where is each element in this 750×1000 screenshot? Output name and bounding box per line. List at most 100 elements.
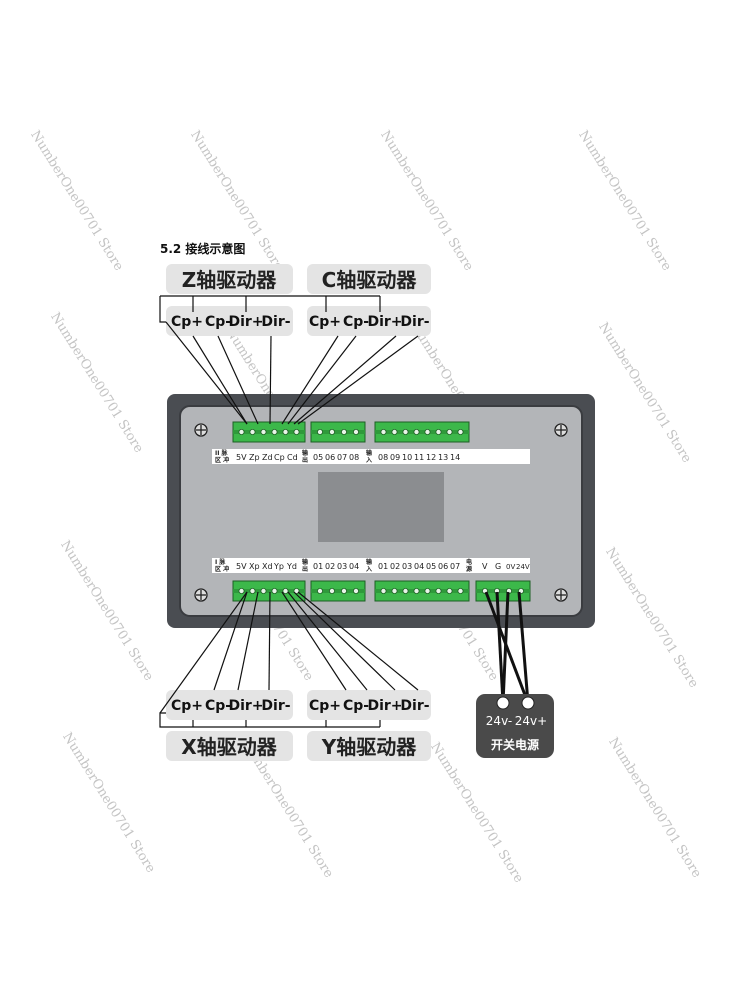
- y-pin-label: Cp+: [309, 698, 341, 714]
- bottom-pin-label: Yp: [273, 562, 284, 571]
- psu-terminal-negative: [496, 696, 510, 710]
- terminal-screw: [424, 428, 431, 435]
- terminal-block-bottom-power: [475, 580, 531, 602]
- top-output-label: 出: [302, 456, 308, 464]
- power-pin-label: 24V: [516, 563, 530, 571]
- terminal-block-ridge: [476, 589, 530, 593]
- terminal-screw: [457, 428, 464, 435]
- z-driver-name-box: [166, 264, 293, 294]
- wire: [159, 591, 248, 714]
- wire: [281, 591, 347, 691]
- wire: [269, 335, 272, 425]
- x-driver-name: X轴驱动器: [181, 735, 277, 759]
- display-window: [318, 472, 444, 542]
- top-input-number: 12: [426, 453, 436, 462]
- psu-negative-label: 24v-: [486, 714, 512, 728]
- y-driver-name: Y轴驱动器: [321, 735, 417, 759]
- x-pin-label: Dir+: [228, 698, 263, 714]
- c-pin-label: Dir-: [400, 314, 429, 330]
- bottom-input-number: 07: [450, 562, 460, 571]
- x-driver-pins-box: [166, 690, 293, 720]
- terminal-screw: [402, 588, 409, 595]
- top-pin-label: Cp: [274, 453, 285, 462]
- wire: [237, 591, 259, 691]
- terminal-screw: [446, 588, 453, 595]
- terminal-screw: [380, 428, 387, 435]
- screw-icon: [194, 423, 208, 437]
- terminal-screw: [352, 588, 359, 595]
- bottom-input-number: 02: [390, 562, 400, 571]
- terminal-block-ridge: [311, 589, 365, 593]
- terminal-screw: [249, 428, 256, 435]
- bottom-label-strip: [212, 558, 530, 573]
- power-pin-label: 0V: [506, 563, 515, 571]
- bottom-pulse-label: 区 冲: [215, 565, 229, 573]
- wire: [495, 591, 505, 704]
- terminal-screw: [413, 588, 420, 595]
- top-output-label: 输: [302, 449, 309, 457]
- z-pin-label: Dir-: [261, 314, 290, 330]
- terminal-screw: [271, 588, 278, 595]
- c-pin-label: Cp-: [343, 314, 369, 330]
- c-pin-label: Dir+: [367, 314, 402, 330]
- terminal-screw: [435, 428, 442, 435]
- z-pin-label: Dir+: [228, 314, 263, 330]
- power-supply-body: [476, 694, 554, 758]
- x-pin-label: Cp+: [171, 698, 203, 714]
- top-output-number: 08: [349, 453, 359, 462]
- terminal-block-ridge: [375, 430, 469, 434]
- terminal-screw: [391, 588, 398, 595]
- bottom-power-label: 源: [466, 565, 472, 573]
- bottom-output-number: 01: [313, 562, 323, 571]
- bottom-pin-label: Xd: [262, 562, 273, 571]
- x-driver-name-box: [166, 731, 293, 761]
- wire: [281, 335, 339, 425]
- terminal-block-bottom-output: [310, 580, 366, 602]
- diagram-title: 5.2 接线示意图: [160, 242, 246, 256]
- terminal-block-bottom-input: [374, 580, 470, 602]
- top-output-number: 06: [325, 453, 335, 462]
- wire: [213, 591, 248, 691]
- terminal-screw: [282, 428, 289, 435]
- wire: [159, 712, 380, 728]
- bottom-input-number: 01: [378, 562, 388, 571]
- wire: [287, 335, 357, 425]
- top-input-label: 入: [365, 457, 372, 464]
- bottom-output-number: 04: [349, 562, 359, 571]
- top-pin-label: Cd: [287, 453, 298, 462]
- terminal-screw: [249, 588, 256, 595]
- bottom-input-number: 04: [414, 562, 424, 571]
- wire: [287, 591, 368, 691]
- bottom-input-label: 输: [366, 558, 373, 566]
- terminal-screw: [340, 428, 347, 435]
- wire: [501, 591, 510, 704]
- terminal-screw: [424, 588, 431, 595]
- x-pin-label: Cp-: [205, 698, 231, 714]
- top-pin-label: Zp: [249, 453, 260, 462]
- top-pulse-label: II 脉: [215, 449, 229, 457]
- top-input-number: 10: [402, 453, 412, 462]
- y-pin-label: Dir-: [400, 698, 429, 714]
- top-label-strip: [212, 449, 530, 464]
- y-pin-label: Cp-: [343, 698, 369, 714]
- terminal-screw: [328, 428, 335, 435]
- x-pin-label: Dir-: [261, 698, 290, 714]
- y-driver-pins-box: [307, 690, 431, 720]
- terminal-screw: [352, 428, 359, 435]
- wiring-lines: [159, 295, 419, 728]
- psu-terminal-positive: [521, 696, 535, 710]
- top-pin-label: 5V: [236, 453, 247, 462]
- bottom-pin-label: Yd: [286, 562, 297, 571]
- wire: [293, 335, 397, 425]
- bottom-output-label: 输: [302, 558, 309, 566]
- terminal-screw: [271, 428, 278, 435]
- bottom-pulse-label: I 脉: [215, 558, 226, 566]
- c-driver-name: C轴驱动器: [322, 268, 418, 292]
- z-pin-label: Cp-: [205, 314, 231, 330]
- c-driver-name-box: [307, 264, 431, 294]
- bottom-input-number: 03: [402, 562, 412, 571]
- wire: [517, 591, 530, 704]
- terminal-screw: [282, 588, 289, 595]
- terminal-screw: [380, 588, 387, 595]
- bottom-output-number: 03: [337, 562, 347, 571]
